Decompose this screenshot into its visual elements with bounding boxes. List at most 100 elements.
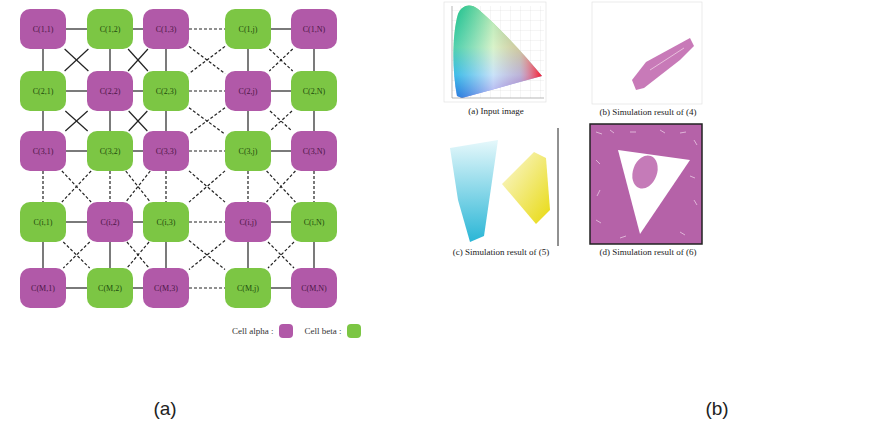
cell-link (247, 111, 248, 131)
beta-cell: C(1,j) (225, 9, 271, 49)
beta-cell: C(2,N) (291, 71, 337, 111)
cell-link (189, 171, 225, 202)
legend-text: Cell alpha : (232, 326, 274, 336)
cell-link (247, 171, 248, 202)
cell-label: C(2,3) (156, 87, 177, 96)
legend-text: Cell beta : (305, 326, 342, 336)
cell-label: C(i,1) (34, 218, 53, 227)
beta-cell: C(2,1) (20, 71, 66, 111)
cell-label: C(1,3) (156, 25, 177, 34)
alpha-cell: C(M,3) (143, 268, 189, 308)
cell-link (42, 171, 43, 202)
cell-link (189, 28, 225, 29)
cell-label: C(3,1) (33, 147, 54, 156)
cell-link (247, 49, 248, 71)
panel-label: (b) (705, 398, 728, 420)
cell-link (189, 46, 225, 73)
image-caption: (a) Input image (467, 106, 524, 116)
cell-link (109, 242, 110, 268)
cell-link (133, 221, 143, 222)
cell-link (129, 111, 148, 131)
alpha-cell: C(3,3) (143, 131, 189, 171)
cell-link (189, 221, 225, 222)
cell-label: C(2,2) (100, 87, 121, 96)
cell-link (313, 49, 314, 71)
cell-link (189, 46, 225, 73)
cell-label: C(1,2) (100, 25, 121, 34)
cell-label: C(M,1) (31, 284, 55, 293)
result-image-6 (590, 124, 702, 244)
beta-cell: C(3,j) (225, 131, 271, 171)
cell-link (42, 111, 43, 131)
cell-link (133, 150, 143, 151)
cell-link (269, 49, 292, 71)
beta-cell: C(2,3) (143, 71, 189, 111)
beta-cell: C(3,2) (87, 131, 133, 171)
cell-label: C(1,j) (239, 25, 258, 34)
cell-link (65, 49, 89, 71)
cell-link (189, 90, 225, 91)
legend-swatch (347, 324, 361, 338)
beta-cell: C(1,2) (87, 9, 133, 49)
cell-link (127, 242, 149, 268)
cell-link (189, 171, 225, 202)
cell-link (42, 49, 43, 71)
cell-link (129, 111, 148, 131)
input-image (444, 2, 546, 102)
cell-link (128, 49, 148, 71)
beta-cell: C(M,j) (225, 268, 271, 308)
image-caption: (c) Simulation result of (5) (452, 247, 550, 257)
cell-link (62, 171, 91, 202)
cell-link (313, 171, 314, 202)
cell-link (66, 28, 87, 29)
alpha-cell: C(1,N) (291, 9, 337, 49)
cell-link (126, 171, 150, 202)
cell-label: C(2,j) (239, 87, 258, 96)
cell-label: C(M,3) (154, 284, 178, 293)
result-image-4 (592, 2, 702, 104)
cell-label: C(3,j) (239, 147, 258, 156)
alpha-cell: C(2,2) (87, 71, 133, 111)
cell-label: C(i,3) (157, 218, 176, 227)
alpha-cell: C(M,1) (20, 268, 66, 308)
cell-link (65, 49, 89, 71)
image-caption: (b) Simulation result of (4) (599, 107, 698, 117)
cell-link (165, 111, 166, 131)
cell-label: C(1,N) (303, 25, 325, 34)
beta-cell: C(i,3) (143, 202, 189, 242)
cell-link (165, 171, 166, 202)
cell-link (189, 150, 225, 151)
cell-label: C(i,j) (239, 218, 256, 227)
cell-link (165, 242, 166, 268)
result-image-5 (450, 128, 558, 246)
beta-cell: C(M,2) (87, 268, 133, 308)
cell-label: C(3,3) (156, 147, 177, 156)
cell-link (269, 49, 292, 71)
cell-link (62, 171, 91, 202)
cell-link (126, 171, 150, 202)
cell-link (271, 28, 291, 29)
cell-link (271, 287, 291, 288)
beta-cell: C(i,N) (291, 202, 337, 242)
cell-link (270, 111, 292, 131)
cell-label: C(i,2) (101, 218, 120, 227)
cell-link (66, 287, 87, 288)
cell-link (65, 111, 87, 131)
cell-link (189, 108, 225, 134)
alpha-cell: C(3,1) (20, 131, 66, 171)
cell-link (189, 287, 225, 288)
cell-link (128, 49, 148, 71)
cell-link (63, 242, 89, 268)
cell-link (133, 287, 143, 288)
cell-link (66, 150, 87, 151)
cell-link (313, 242, 314, 268)
beta-cell: C(i,1) (20, 202, 66, 242)
cell-label: C(3,N) (303, 147, 325, 156)
cell-link (109, 111, 110, 131)
cell-link (109, 171, 110, 202)
cell-link (133, 28, 143, 29)
cell-label: C(3,2) (100, 147, 121, 156)
cell-link (268, 242, 294, 268)
cell-link (65, 111, 87, 131)
cell-link (133, 90, 143, 91)
